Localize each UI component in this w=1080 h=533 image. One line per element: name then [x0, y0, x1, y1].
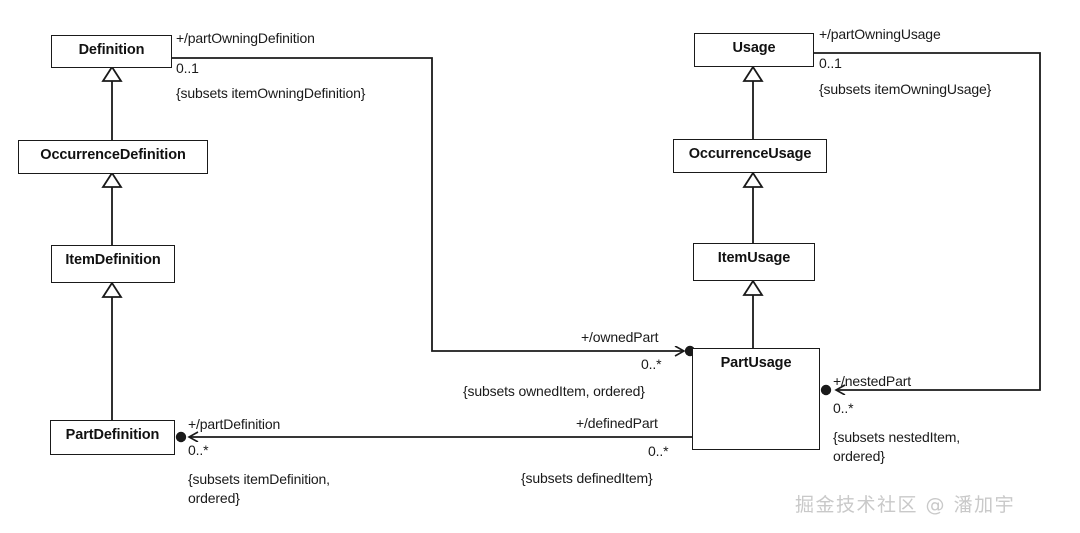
class-name-itemusage: ItemUsage	[717, 250, 791, 266]
class-name-definition: Definition	[78, 42, 145, 58]
class-box-occurrenceusage[interactable]: OccurrenceUsage	[673, 139, 827, 173]
assoc-constraint-nested-part: {subsets nestedItem, ordered}	[833, 429, 960, 464]
assoc-role-defined-part: +/definedPart	[576, 415, 658, 431]
class-box-itemusage[interactable]: ItemUsage	[693, 243, 815, 281]
assoc-multiplicity-owned-part: 0..*	[641, 356, 662, 372]
assoc-constraint-part-owning-usage: {subsets itemOwningUsage}	[819, 81, 992, 97]
assoc-role-part-owning-usage: +/partOwningUsage	[819, 26, 941, 42]
assoc-multiplicity-nested-part: 0..*	[833, 400, 854, 416]
assoc-role-nested-part: +/nestedPart	[833, 373, 911, 389]
assoc-constraint-owned-part: {subsets ownedItem, ordered}	[463, 383, 645, 399]
assoc-role-part-definition: +/partDefinition	[188, 416, 281, 432]
association-part-owning-definition-owned-part	[172, 57, 696, 356]
generalization-occurrenceusage-usage	[742, 65, 764, 140]
generalization-itemdefinition-occurrencedefinition	[101, 171, 123, 245]
assoc-multiplicity-part-definition: 0..*	[188, 442, 209, 458]
generalization-partusage-itemusage	[742, 279, 764, 348]
class-name-usage: Usage	[732, 40, 776, 56]
class-name-occurrencedefinition: OccurrenceDefinition	[40, 147, 186, 163]
class-name-itemdefinition: ItemDefinition	[65, 252, 161, 268]
assoc-multiplicity-part-owning-usage: 0..1	[819, 55, 842, 71]
assoc-role-owned-part: +/ownedPart	[581, 329, 659, 345]
watermark-text: 掘金技术社区 @ 潘加宇	[795, 494, 1016, 516]
assoc-role-part-owning-definition: +/partOwningDefinition	[176, 30, 315, 46]
association-part-definition-defined-part	[175, 432, 692, 443]
class-box-definition[interactable]: Definition	[51, 35, 172, 68]
generalization-itemusage-occurrenceusage	[742, 171, 764, 243]
assoc-constraint-defined-part: {subsets definedItem}	[521, 470, 653, 486]
assoc-multiplicity-defined-part: 0..*	[648, 443, 669, 459]
class-box-occurrencedefinition[interactable]: OccurrenceDefinition	[18, 140, 208, 174]
association-part-owning-usage-nested-part	[814, 52, 1041, 396]
assoc-constraint-part-owning-definition: {subsets itemOwningDefinition}	[176, 85, 366, 101]
class-box-partusage[interactable]: PartUsage	[692, 348, 820, 450]
generalization-occurrencedefinition-definition	[101, 65, 123, 140]
class-name-partusage: PartUsage	[720, 355, 792, 371]
assoc-multiplicity-part-owning-definition: 0..1	[176, 60, 199, 76]
class-box-itemdefinition[interactable]: ItemDefinition	[51, 245, 175, 283]
class-box-usage[interactable]: Usage	[694, 33, 814, 67]
generalization-partdefinition-itemdefinition	[101, 281, 123, 420]
class-name-occurrenceusage: OccurrenceUsage	[688, 146, 812, 162]
class-name-partdefinition: PartDefinition	[65, 427, 160, 443]
assoc-constraint-part-definition: {subsets itemDefinition, ordered}	[188, 471, 330, 506]
class-box-partdefinition[interactable]: PartDefinition	[50, 420, 175, 455]
